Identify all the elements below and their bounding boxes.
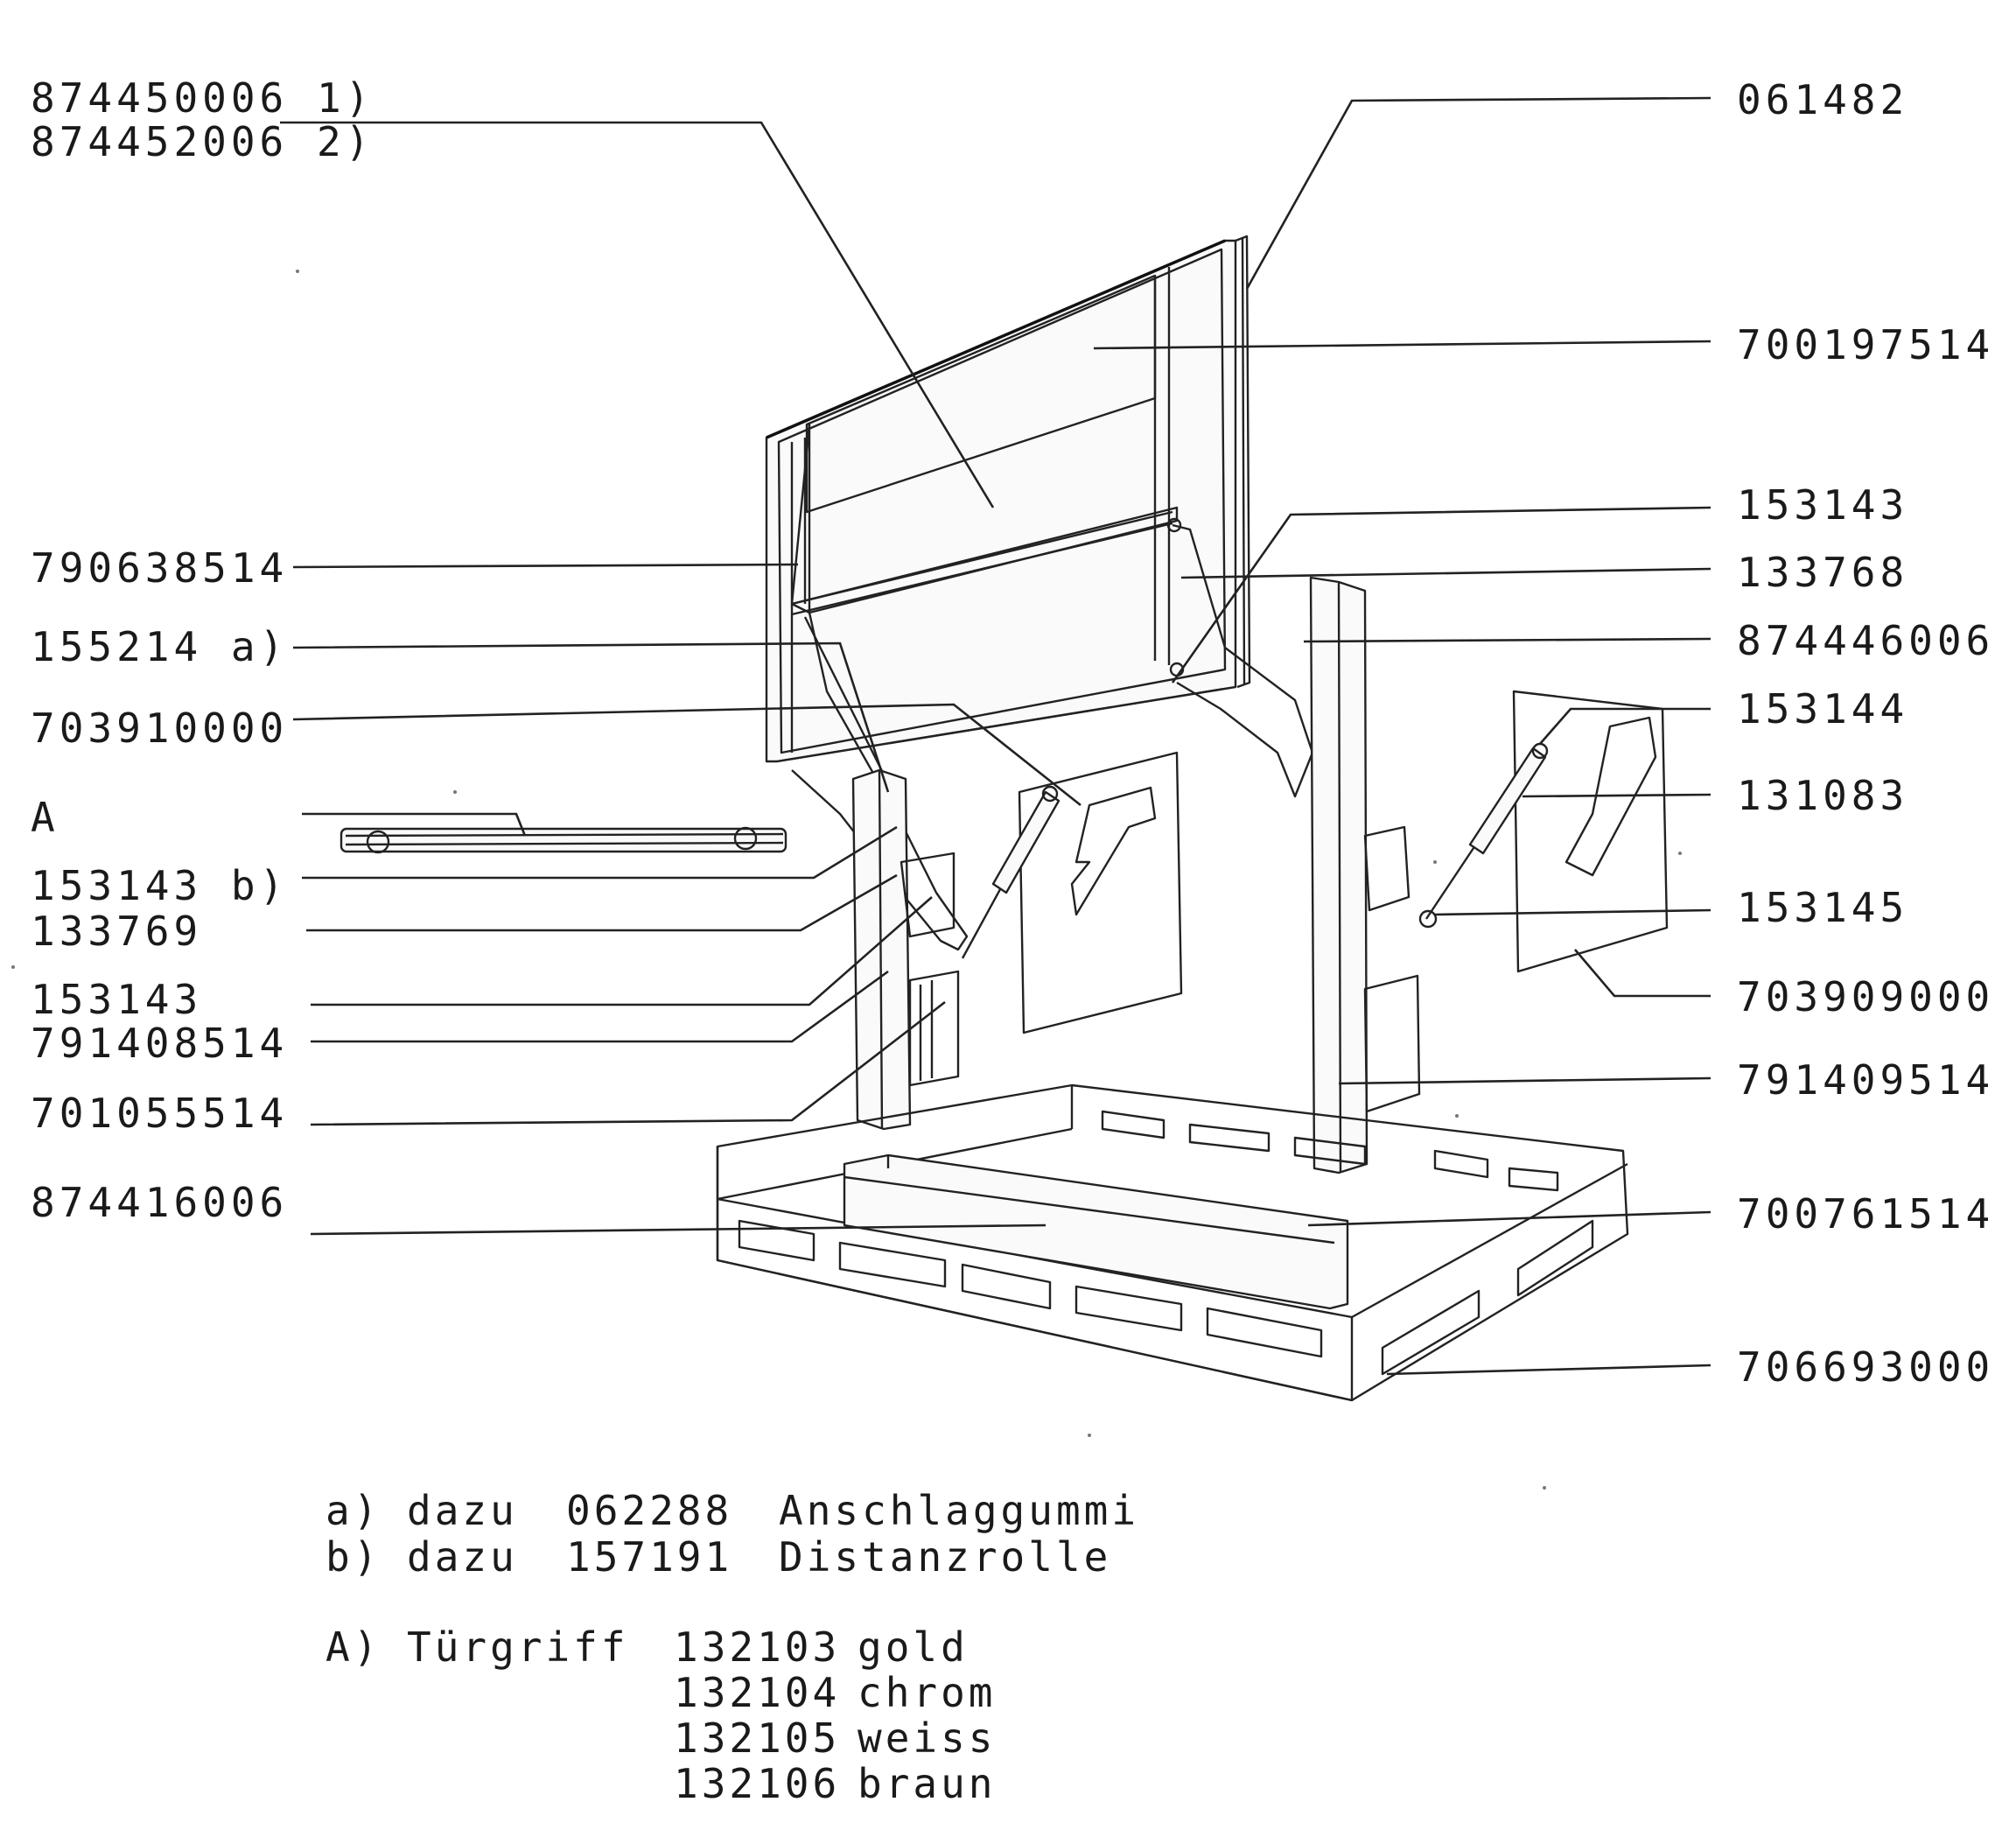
- gas-strut-right: [1418, 742, 1549, 929]
- scan-specks: [11, 270, 1682, 1490]
- label-701055514: 701055514: [31, 1090, 288, 1137]
- label-153144: 153144: [1737, 685, 1908, 733]
- handle-variant-color: chrom: [858, 1669, 996, 1716]
- handle-variant-number: 132103: [674, 1623, 840, 1671]
- handle-variants: A) Türgriff 132103 gold 132104 chrom 132…: [326, 1623, 996, 1807]
- back-panel-right: [1512, 690, 1669, 973]
- label-706693000: 706693000: [1737, 1343, 1994, 1391]
- footnote-b-number: 157191: [566, 1533, 732, 1581]
- leader-lines: [280, 96, 1712, 1376]
- label-155214a: 155214 a): [31, 623, 288, 670]
- label-153143: 153143: [31, 976, 202, 1023]
- label-791409514: 791409514: [1737, 1056, 1994, 1104]
- handle-variant-number: 132104: [674, 1669, 840, 1716]
- label-153145: 153145: [1737, 884, 1908, 931]
- side-post-left: [851, 768, 960, 1131]
- label-874450006: 874450006 1): [31, 74, 374, 122]
- side-post-right: [1309, 576, 1421, 1174]
- handle-name: Türgriff: [407, 1623, 629, 1671]
- base-cross-rail: [843, 1153, 1349, 1310]
- label-061482: 061482: [1737, 76, 1908, 123]
- door-panel: [765, 239, 1237, 763]
- labels-right: 061482 700197514 153143 133768 874446006…: [1737, 76, 1994, 1391]
- door-handle-A: [340, 826, 788, 854]
- footnotes: a) dazu 062288 Anschlaggummi b) dazu 157…: [326, 1487, 1139, 1581]
- label-790638514: 790638514: [31, 544, 288, 592]
- label-874452006: 874452006 2): [31, 118, 374, 165]
- footnote-b-name: Distanzrolle: [779, 1533, 1111, 1581]
- handle-variant-number: 132106: [674, 1760, 840, 1807]
- label-703910000: 703910000: [31, 705, 288, 752]
- label-874416006: 874416006: [31, 1179, 288, 1226]
- footnote-b-key: b): [326, 1533, 381, 1581]
- footnote-a-number: 062288: [566, 1487, 732, 1534]
- label-791408514: 791408514: [31, 1020, 288, 1067]
- label-703909000: 703909000: [1737, 973, 1994, 1020]
- handle-variant-color: braun: [858, 1760, 996, 1807]
- footnote-a-word: dazu: [407, 1487, 518, 1534]
- back-panel-left: [1018, 751, 1183, 1034]
- label-131083: 131083: [1737, 772, 1908, 819]
- label-700761514: 700761514: [1737, 1190, 1994, 1238]
- handle-variant-color: gold: [858, 1623, 969, 1671]
- gas-strut-left: [961, 785, 1060, 959]
- base-frame: [716, 1083, 1629, 1402]
- label-153143b: 153143 b): [31, 862, 288, 909]
- label-153143r: 153143: [1737, 481, 1908, 529]
- footnote-a-key: a): [326, 1487, 381, 1534]
- footnote-b-word: dazu: [407, 1533, 518, 1581]
- label-133769: 133769: [31, 908, 202, 955]
- handle-key: A): [326, 1623, 381, 1671]
- label-700197514: 700197514: [1737, 321, 1994, 368]
- handle-variant-color: weiss: [858, 1714, 996, 1762]
- door-seal-strip: [1235, 235, 1251, 689]
- labels-left: 874450006 1) 874452006 2) 790638514 1552…: [31, 74, 374, 1226]
- handle-variant-number: 132105: [674, 1714, 840, 1762]
- label-874446006: 874446006: [1737, 617, 1994, 664]
- label-133768: 133768: [1737, 549, 1908, 596]
- label-A: A: [31, 794, 60, 841]
- footnote-a-name: Anschlaggummi: [779, 1487, 1139, 1534]
